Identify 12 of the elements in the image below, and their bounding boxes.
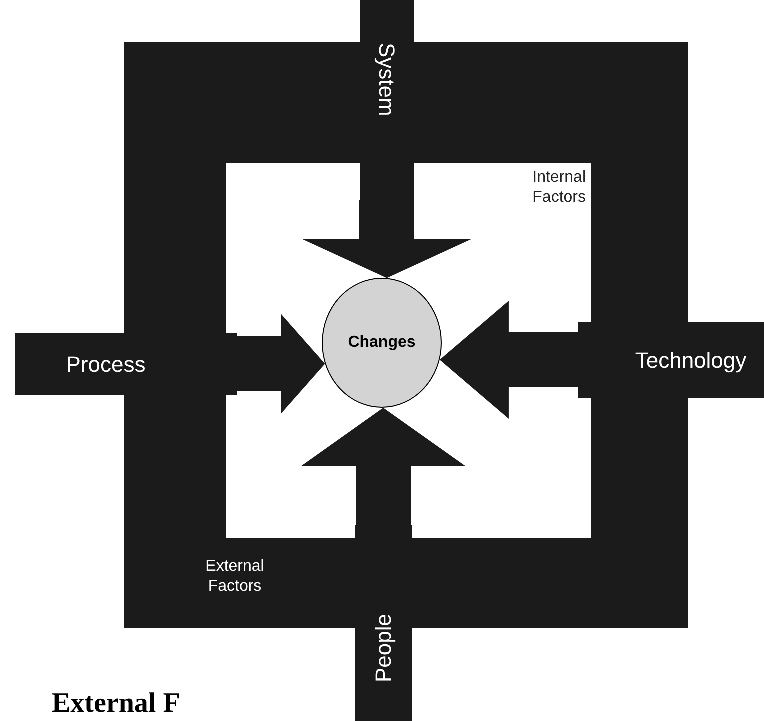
block-arrow: [237, 314, 326, 414]
arrow-shaft: People: [355, 525, 412, 721]
block-arrow: [302, 200, 472, 278]
factor-label: Internal Factors: [532, 168, 586, 208]
factor-label: External F: [52, 688, 180, 720]
circle-node: Changes: [322, 278, 442, 408]
arrow-shaft: Process: [15, 333, 237, 395]
arrow-shaft: Technology: [578, 322, 764, 398]
arrow-shaft: System: [360, 0, 414, 200]
block-arrow: [440, 301, 578, 419]
factor-label: External Factors: [204, 557, 266, 597]
block-arrow: [301, 408, 466, 525]
